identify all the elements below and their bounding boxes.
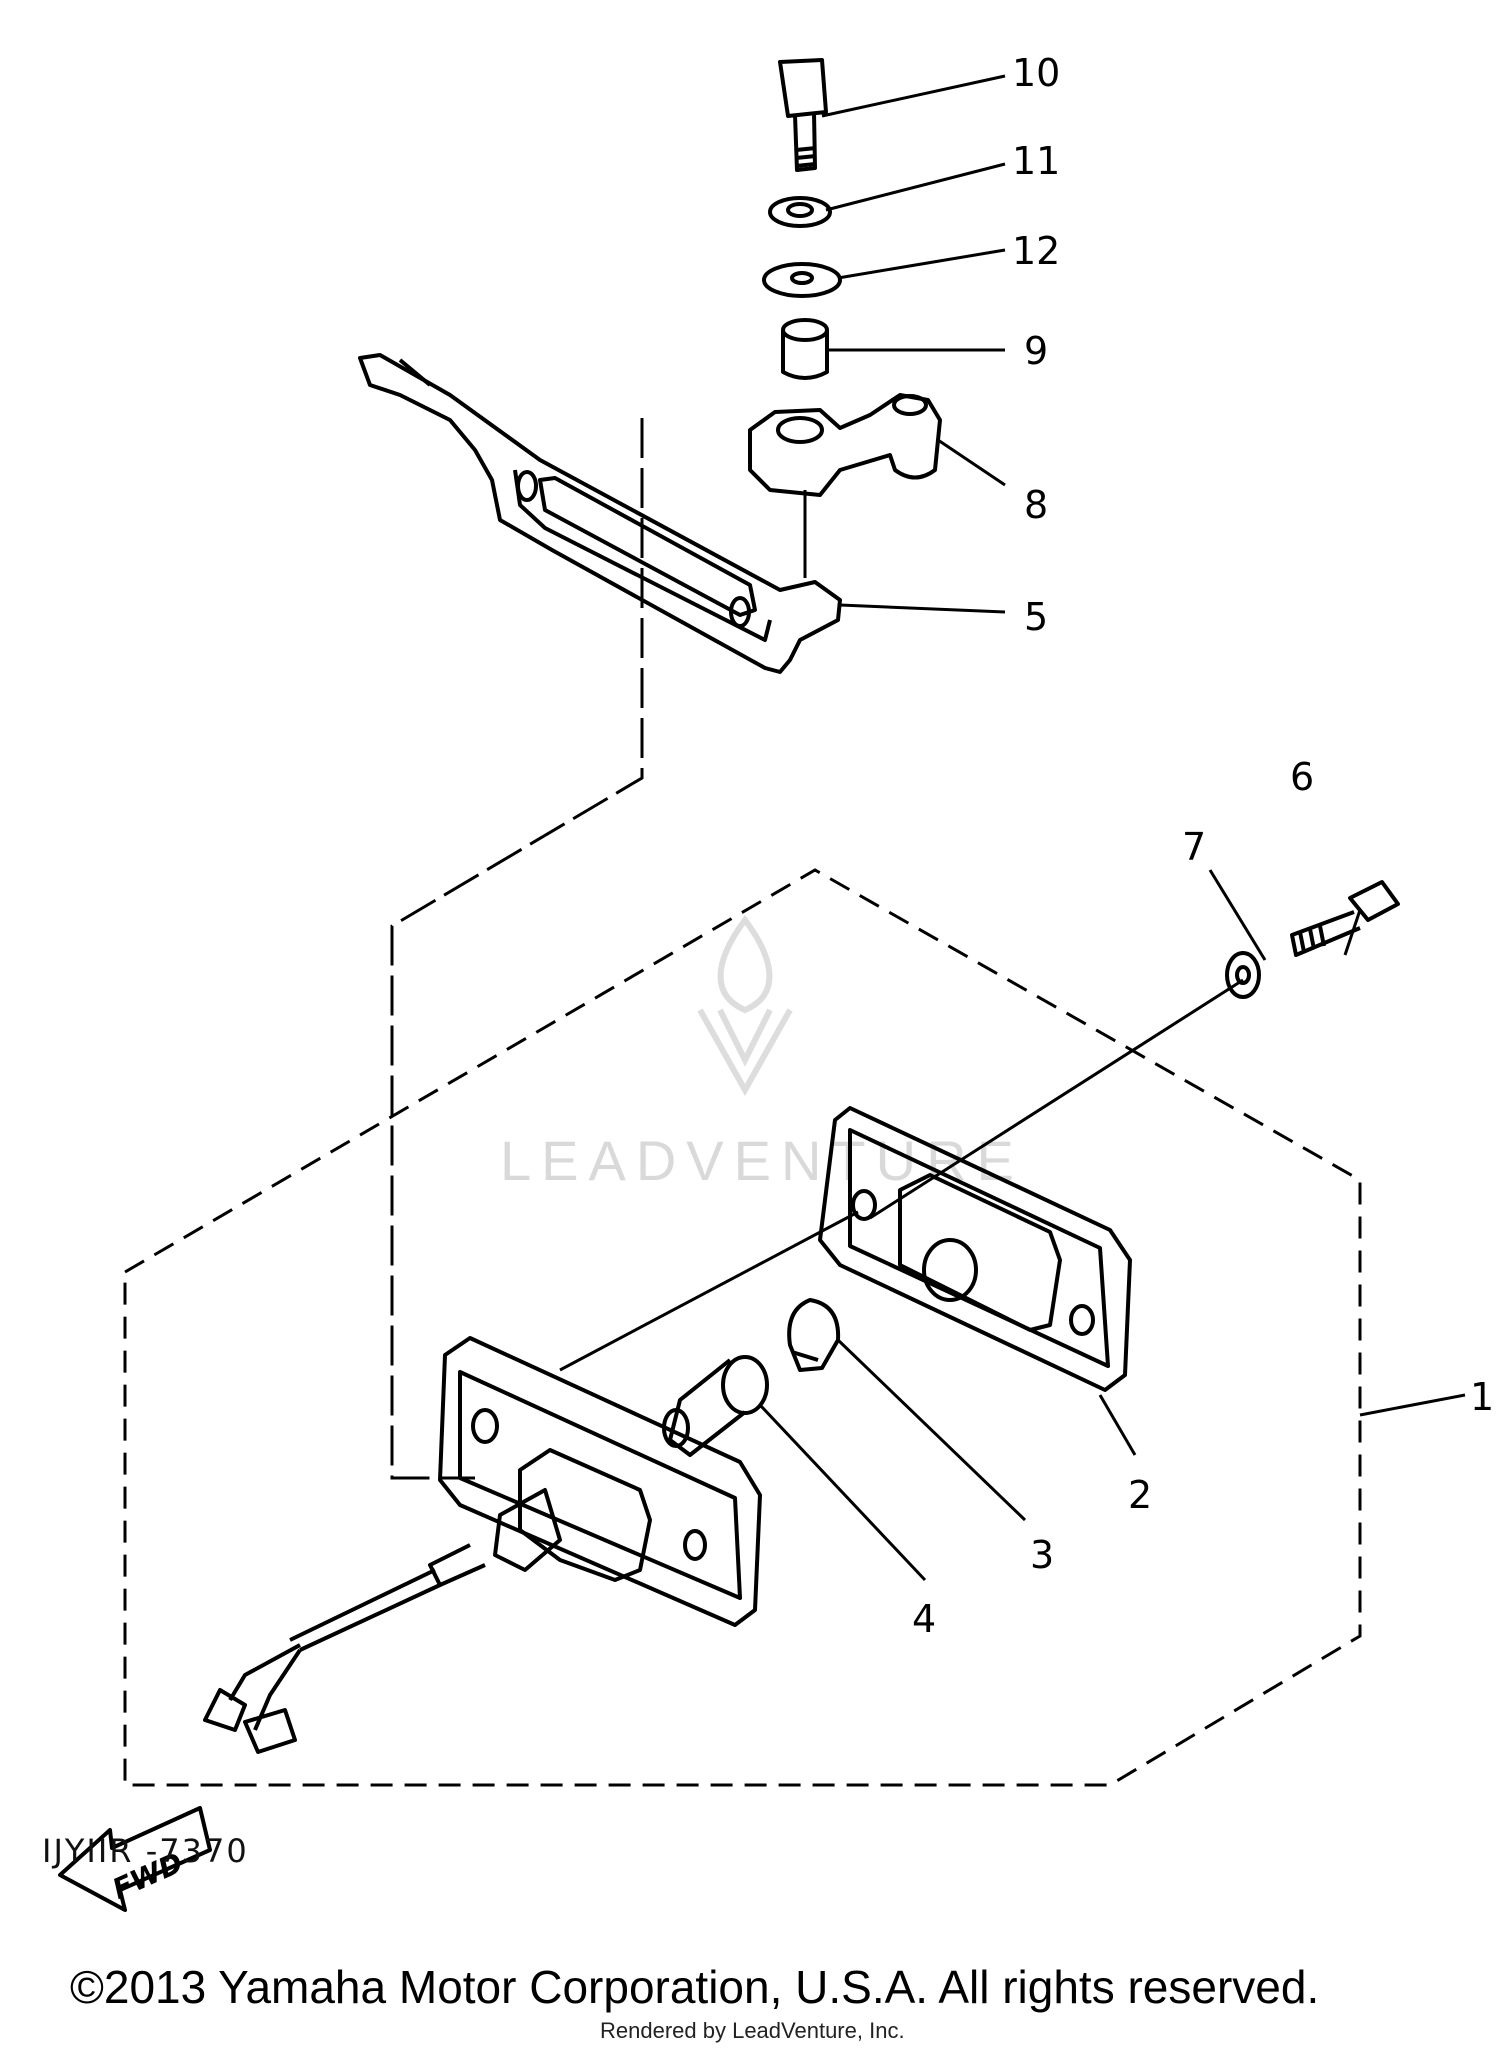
callout-3: 3	[1030, 1533, 1054, 1577]
bulb-3	[787, 1298, 841, 1372]
arm-8	[748, 393, 942, 497]
callout-2: 2	[1128, 1473, 1152, 1517]
screw-6	[1290, 880, 1400, 957]
watermark-logo	[697, 914, 793, 1097]
reference-line	[390, 418, 644, 1480]
callout-12: 12	[1012, 229, 1060, 273]
lens-2	[818, 1106, 1132, 1392]
callout-6: 6	[1290, 755, 1314, 799]
callout-7: 7	[1182, 825, 1206, 869]
bolt-10	[778, 58, 828, 172]
assembly-outline	[123, 868, 1362, 1787]
fwd-arrow-icon	[58, 1806, 212, 1912]
callout-9: 9	[1024, 329, 1048, 373]
washer-12	[762, 262, 842, 298]
copyright-notice: ©2013 Yamaha Motor Corporation, U.S.A. A…	[70, 1961, 1320, 2013]
callout-11: 11	[1012, 139, 1060, 183]
callout-10: 10	[1012, 51, 1060, 95]
callout-1: 1	[1470, 1375, 1494, 1419]
rendered-by-notice: Rendered by LeadVenture, Inc.	[600, 2018, 905, 2043]
leader-lines	[559, 74, 1466, 1582]
callout-5: 5	[1024, 595, 1048, 639]
bracket-5	[358, 353, 842, 674]
collar-9	[781, 318, 829, 380]
washer-7	[1225, 951, 1261, 999]
lamp-housing	[428, 1336, 762, 1627]
callout-4: 4	[912, 1597, 936, 1641]
wire-harness	[203, 1568, 441, 1754]
lock-washer-11	[768, 196, 832, 228]
socket-4	[662, 1355, 769, 1457]
reference-code: IJYIIR -7370	[42, 1832, 249, 1870]
callout-8: 8	[1024, 483, 1048, 527]
